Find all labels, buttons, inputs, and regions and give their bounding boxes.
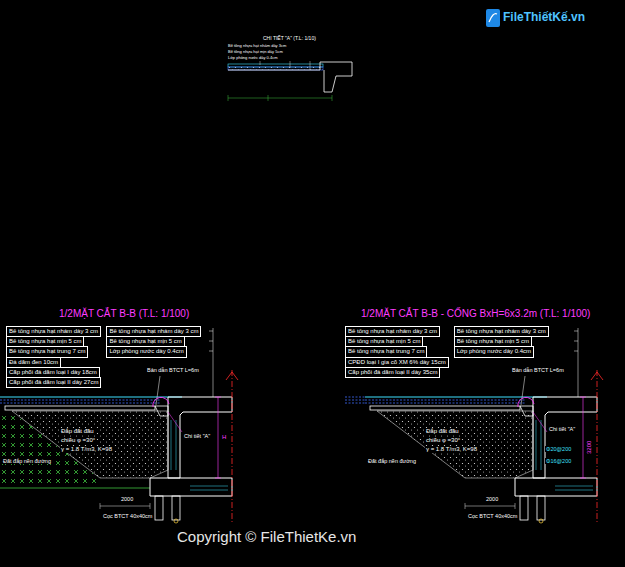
- layer-note: Bê tông nhựa hạt mịn 5 cm: [109, 338, 181, 345]
- drawing-note: Φ20@200: [545, 446, 572, 452]
- drawing-note: Đất đắp nền đường: [367, 458, 417, 464]
- layer-note: CPĐD loại I gia cố XM 6% dày 15cm: [348, 359, 446, 366]
- drawing-note: CHI TIẾT "A" (T.L: 1/10): [262, 36, 317, 42]
- wearing-course: [228, 64, 323, 67]
- watermark: FileThiếtKế.vn: [502, 11, 586, 25]
- dimension: 2000: [120, 496, 134, 502]
- drawing-note: Bê tông nhựa hạt nhám dày 3cm: [227, 44, 287, 49]
- layer-note: Bê tông nhựa hạt nhám dày 3 cm: [9, 328, 98, 335]
- drawing-note: Φ16@200: [545, 458, 572, 464]
- drawing-note: γ = 1.8 T/m3, K=98: [425, 446, 478, 453]
- dimension: 2000: [485, 496, 499, 502]
- layer-box: Cấp phối đá dăm loại II dày 35cm: [345, 367, 440, 378]
- dimension-line: [228, 95, 332, 101]
- layer-note: Bê tông nhựa hạt trung 7 cm: [9, 348, 85, 355]
- pavement-layer: [345, 397, 365, 403]
- drawing-note: Đắp đất đầu: [425, 428, 460, 435]
- layer-note: Bê tông nhựa hạt nhám dày 3 cm: [109, 328, 198, 335]
- watermark: Copyright © FileThietKe.vn: [176, 528, 357, 545]
- drawing-note: Đất đắp nền đường: [2, 458, 52, 464]
- drawing-note: Lớp phòng nước dày 0.4cm: [227, 56, 279, 61]
- layer-note: Bê tông nhựa hạt mịn 5 cm: [9, 338, 81, 345]
- layer-note: Bê tông nhựa hạt trung 7 cm: [348, 348, 424, 355]
- drawing-note: Bản dẫn BTCT L=6m: [511, 367, 565, 373]
- layer-note: Bê tông nhựa hạt nhám dày 3 cm: [348, 328, 437, 335]
- logo-icon: [489, 14, 497, 22]
- layer-box: Cấp phối đá dăm loại II dày 27cm: [6, 377, 101, 388]
- drawing-note: Bản dẫn BTCT L=6m: [146, 367, 200, 373]
- culvert-half-section-left: [0, 328, 238, 524]
- section-title: 1/2MẶT CẮT B-B (T.L: 1/100): [58, 308, 190, 320]
- layer-box: Lớp phòng nước dày 0.4cm: [454, 346, 534, 357]
- drawing-note: Chi tiết "A": [548, 426, 576, 432]
- drawing-note: Chi tiết "A": [183, 433, 211, 439]
- layer-note: Cấp phối đá dăm loại II dày 27cm: [9, 379, 98, 386]
- drawing-note: Cọc BTCT 40x40cm: [467, 513, 518, 519]
- layer-note: Lớp phòng nước dày 0.4cm: [457, 348, 531, 355]
- drawing-note: chiều φ =30°: [60, 437, 96, 444]
- logo-icon: [486, 9, 500, 27]
- layer-note: Đá dăm đen 10cm: [9, 359, 58, 366]
- drawing-note: γ = 1.8 T/m3, K=98: [60, 446, 113, 453]
- layer-note: Bê tông nhựa hạt nhám dày 3 cm: [457, 328, 546, 335]
- layer-note: Bê tông nhựa hạt mịn 5 cm: [348, 338, 420, 345]
- drawing-note: Cọc BTCT 40x40cm: [102, 513, 153, 519]
- drawing-note: chiều φ =30°: [425, 437, 461, 444]
- layer-note: Lớp phòng nước dày 0.4cm: [109, 348, 183, 355]
- layer-box: Lớp phòng nước dày 0.4cm: [106, 346, 186, 357]
- binder-course: [228, 67, 323, 70]
- dimension: 3200: [586, 440, 593, 455]
- drawing-note: Bê tông nhựa hạt mịn dày 5cm: [227, 50, 284, 55]
- layer-note: Cấp phối đá dăm loại II dày 35cm: [348, 369, 437, 376]
- drawing-note: Đắp đất đầu: [60, 428, 95, 435]
- slab-detail: [228, 62, 352, 92]
- layer-note: Cấp phối đá dăm loại I dày 18cm: [9, 369, 97, 376]
- leader-line: [260, 61, 310, 70]
- layer-note: Bê tông nhựa hạt mịn 5 cm: [457, 338, 529, 345]
- section-title: 1/2MẶT CẮT B-B - CỐNG BxH=6x3.2m (T.L: 1…: [360, 308, 591, 320]
- dimension: H: [221, 434, 227, 441]
- ground-line: [0, 488, 150, 489]
